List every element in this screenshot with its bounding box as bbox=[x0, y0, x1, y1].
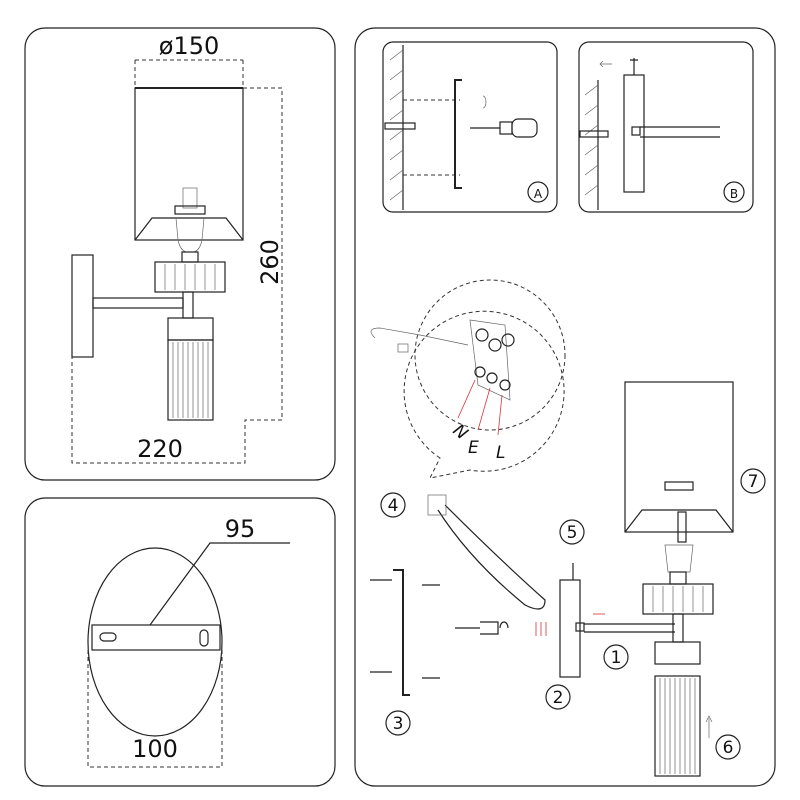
detail-a: A bbox=[382, 41, 558, 213]
svg-text:4: 4 bbox=[388, 496, 399, 516]
bracket bbox=[370, 569, 509, 696]
depth-label: 220 bbox=[137, 435, 183, 463]
step-4: 4 bbox=[380, 492, 406, 518]
supply-wires bbox=[437, 504, 546, 610]
wall-plate bbox=[71, 254, 94, 358]
mounting-bar bbox=[91, 624, 221, 651]
bulb-holder bbox=[174, 187, 206, 263]
step-5: 5 bbox=[559, 519, 585, 545]
plate-width-label: 95 bbox=[225, 515, 256, 543]
svg-text:2: 2 bbox=[553, 688, 564, 708]
fluted-body bbox=[167, 317, 214, 421]
canopy-outline bbox=[87, 547, 223, 737]
step-2: 2 bbox=[545, 684, 571, 710]
wire-e-label: E bbox=[468, 438, 479, 458]
step-7: 7 bbox=[740, 468, 766, 494]
svg-text:6: 6 bbox=[723, 738, 734, 758]
svg-text:3: 3 bbox=[393, 714, 404, 734]
detail-a-label: A bbox=[534, 187, 543, 201]
step-1: 1 bbox=[603, 644, 629, 670]
step-3: 3 bbox=[385, 710, 411, 736]
mounting-plate-panel: 95 100 bbox=[24, 497, 336, 787]
shade-diameter-label: ø150 bbox=[159, 32, 220, 60]
svg-text:5: 5 bbox=[567, 523, 578, 543]
wall-plate-step bbox=[559, 579, 581, 678]
lamp-shade bbox=[134, 87, 244, 241]
step-6: 6 bbox=[715, 734, 741, 760]
slot bbox=[99, 632, 117, 642]
wiring-callout: N E L bbox=[370, 279, 566, 479]
svg-text:7: 7 bbox=[748, 472, 759, 492]
assembled-lamp bbox=[624, 381, 734, 777]
ribbed-ring bbox=[154, 261, 226, 293]
dimension-panel: ø150 260 220 bbox=[24, 27, 336, 481]
slot bbox=[199, 629, 209, 647]
plate-height-label: 100 bbox=[132, 735, 178, 763]
wire-l-label: L bbox=[496, 443, 505, 463]
height-label: 260 bbox=[256, 239, 284, 285]
arm bbox=[92, 297, 184, 309]
detail-b-label: B bbox=[730, 187, 738, 201]
svg-text:1: 1 bbox=[611, 648, 622, 668]
installation-panel: A B N E L bbox=[354, 27, 776, 787]
detail-b: B bbox=[578, 41, 754, 213]
